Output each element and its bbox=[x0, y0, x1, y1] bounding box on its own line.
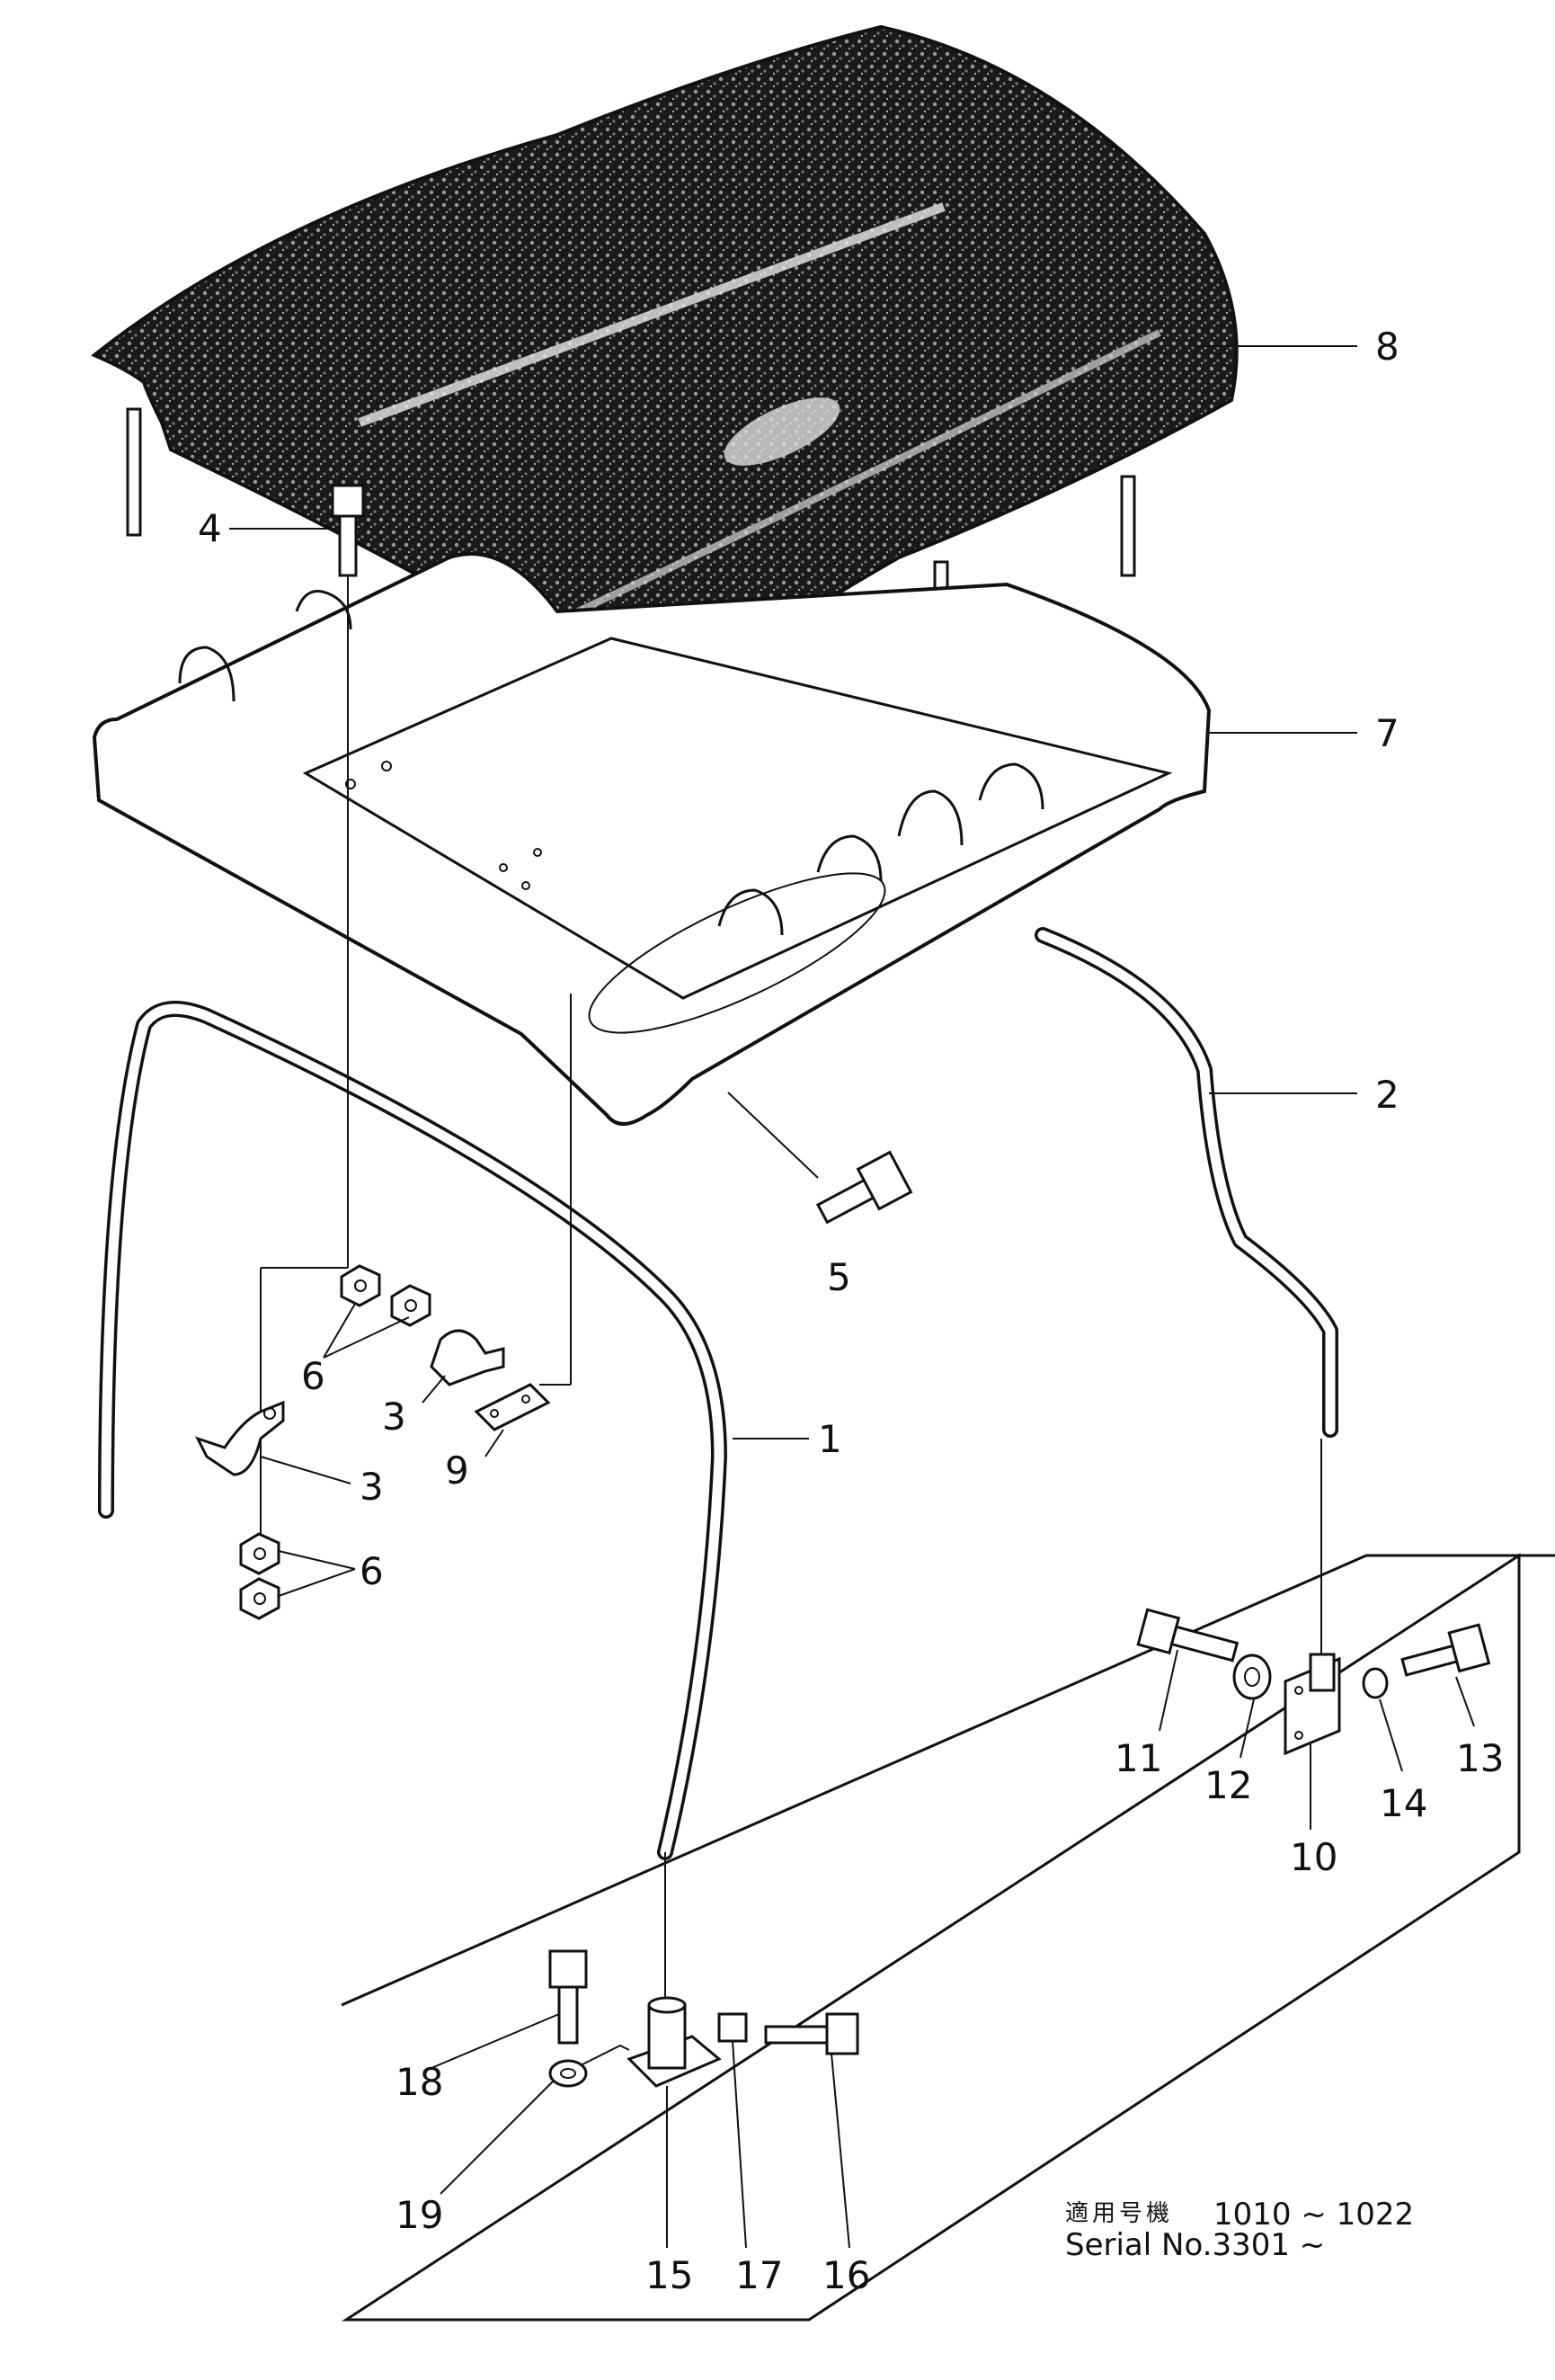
serial-number-line: Serial No.3301 ~ bbox=[1065, 2227, 1325, 2263]
callout-6-upper: 6 bbox=[301, 1354, 325, 1398]
serial-range: 1010 ~ 1022 bbox=[1213, 2197, 1414, 2233]
bracket-3-lower bbox=[195, 1400, 285, 1476]
callout-17: 17 bbox=[735, 2253, 783, 2297]
callout-13: 13 bbox=[1456, 1736, 1504, 1780]
nuts-6-upper bbox=[340, 1264, 431, 1327]
callout-18: 18 bbox=[395, 2060, 443, 2104]
callout-10: 10 bbox=[1290, 1835, 1337, 1879]
detail-box-outline bbox=[341, 1553, 1555, 2322]
callout-1: 1 bbox=[818, 1417, 842, 1461]
callout-3-upper: 3 bbox=[382, 1395, 406, 1439]
callout-8: 8 bbox=[1375, 325, 1400, 369]
callout-19: 19 bbox=[395, 2193, 443, 2237]
nuts-6-lower bbox=[239, 1532, 280, 1620]
washer-14 bbox=[1362, 1667, 1389, 1699]
callout-11: 11 bbox=[1115, 1736, 1162, 1780]
bolt-5 bbox=[815, 1150, 913, 1225]
bolt-13 bbox=[1400, 1623, 1491, 1677]
mount-bracket-10 bbox=[1284, 1653, 1341, 1756]
callout-3-lower: 3 bbox=[360, 1465, 384, 1509]
bracket-3-upper bbox=[430, 1329, 505, 1386]
mount-15 bbox=[626, 1996, 722, 2088]
bolt-4 bbox=[260, 484, 365, 1547]
callout-5: 5 bbox=[827, 1255, 851, 1299]
callout-12: 12 bbox=[1204, 1763, 1252, 1807]
callout-6-lower: 6 bbox=[360, 1549, 384, 1593]
washer-19 bbox=[548, 2059, 588, 2088]
front-pillar-pipe bbox=[98, 1001, 727, 1860]
bolt-11 bbox=[1136, 1608, 1240, 1662]
canopy-frame bbox=[92, 552, 1212, 1126]
callout-4: 4 bbox=[198, 506, 222, 550]
callout-2: 2 bbox=[1375, 1073, 1400, 1117]
callout-14: 14 bbox=[1380, 1781, 1427, 1825]
plate-9 bbox=[474, 1383, 551, 1431]
callout-7: 7 bbox=[1375, 711, 1400, 755]
callout-16: 16 bbox=[822, 2253, 870, 2297]
bolt-16 bbox=[764, 2012, 859, 2055]
bolt-18 bbox=[548, 1949, 588, 2045]
rear-pillar-pipe bbox=[1035, 927, 1338, 1438]
callout-9: 9 bbox=[445, 1449, 469, 1493]
callout-15: 15 bbox=[645, 2253, 693, 2297]
serial-applicable-label: 適用号機 bbox=[1065, 2200, 1173, 2227]
nut-17 bbox=[717, 2012, 748, 2043]
collar-12 bbox=[1232, 1654, 1272, 1700]
